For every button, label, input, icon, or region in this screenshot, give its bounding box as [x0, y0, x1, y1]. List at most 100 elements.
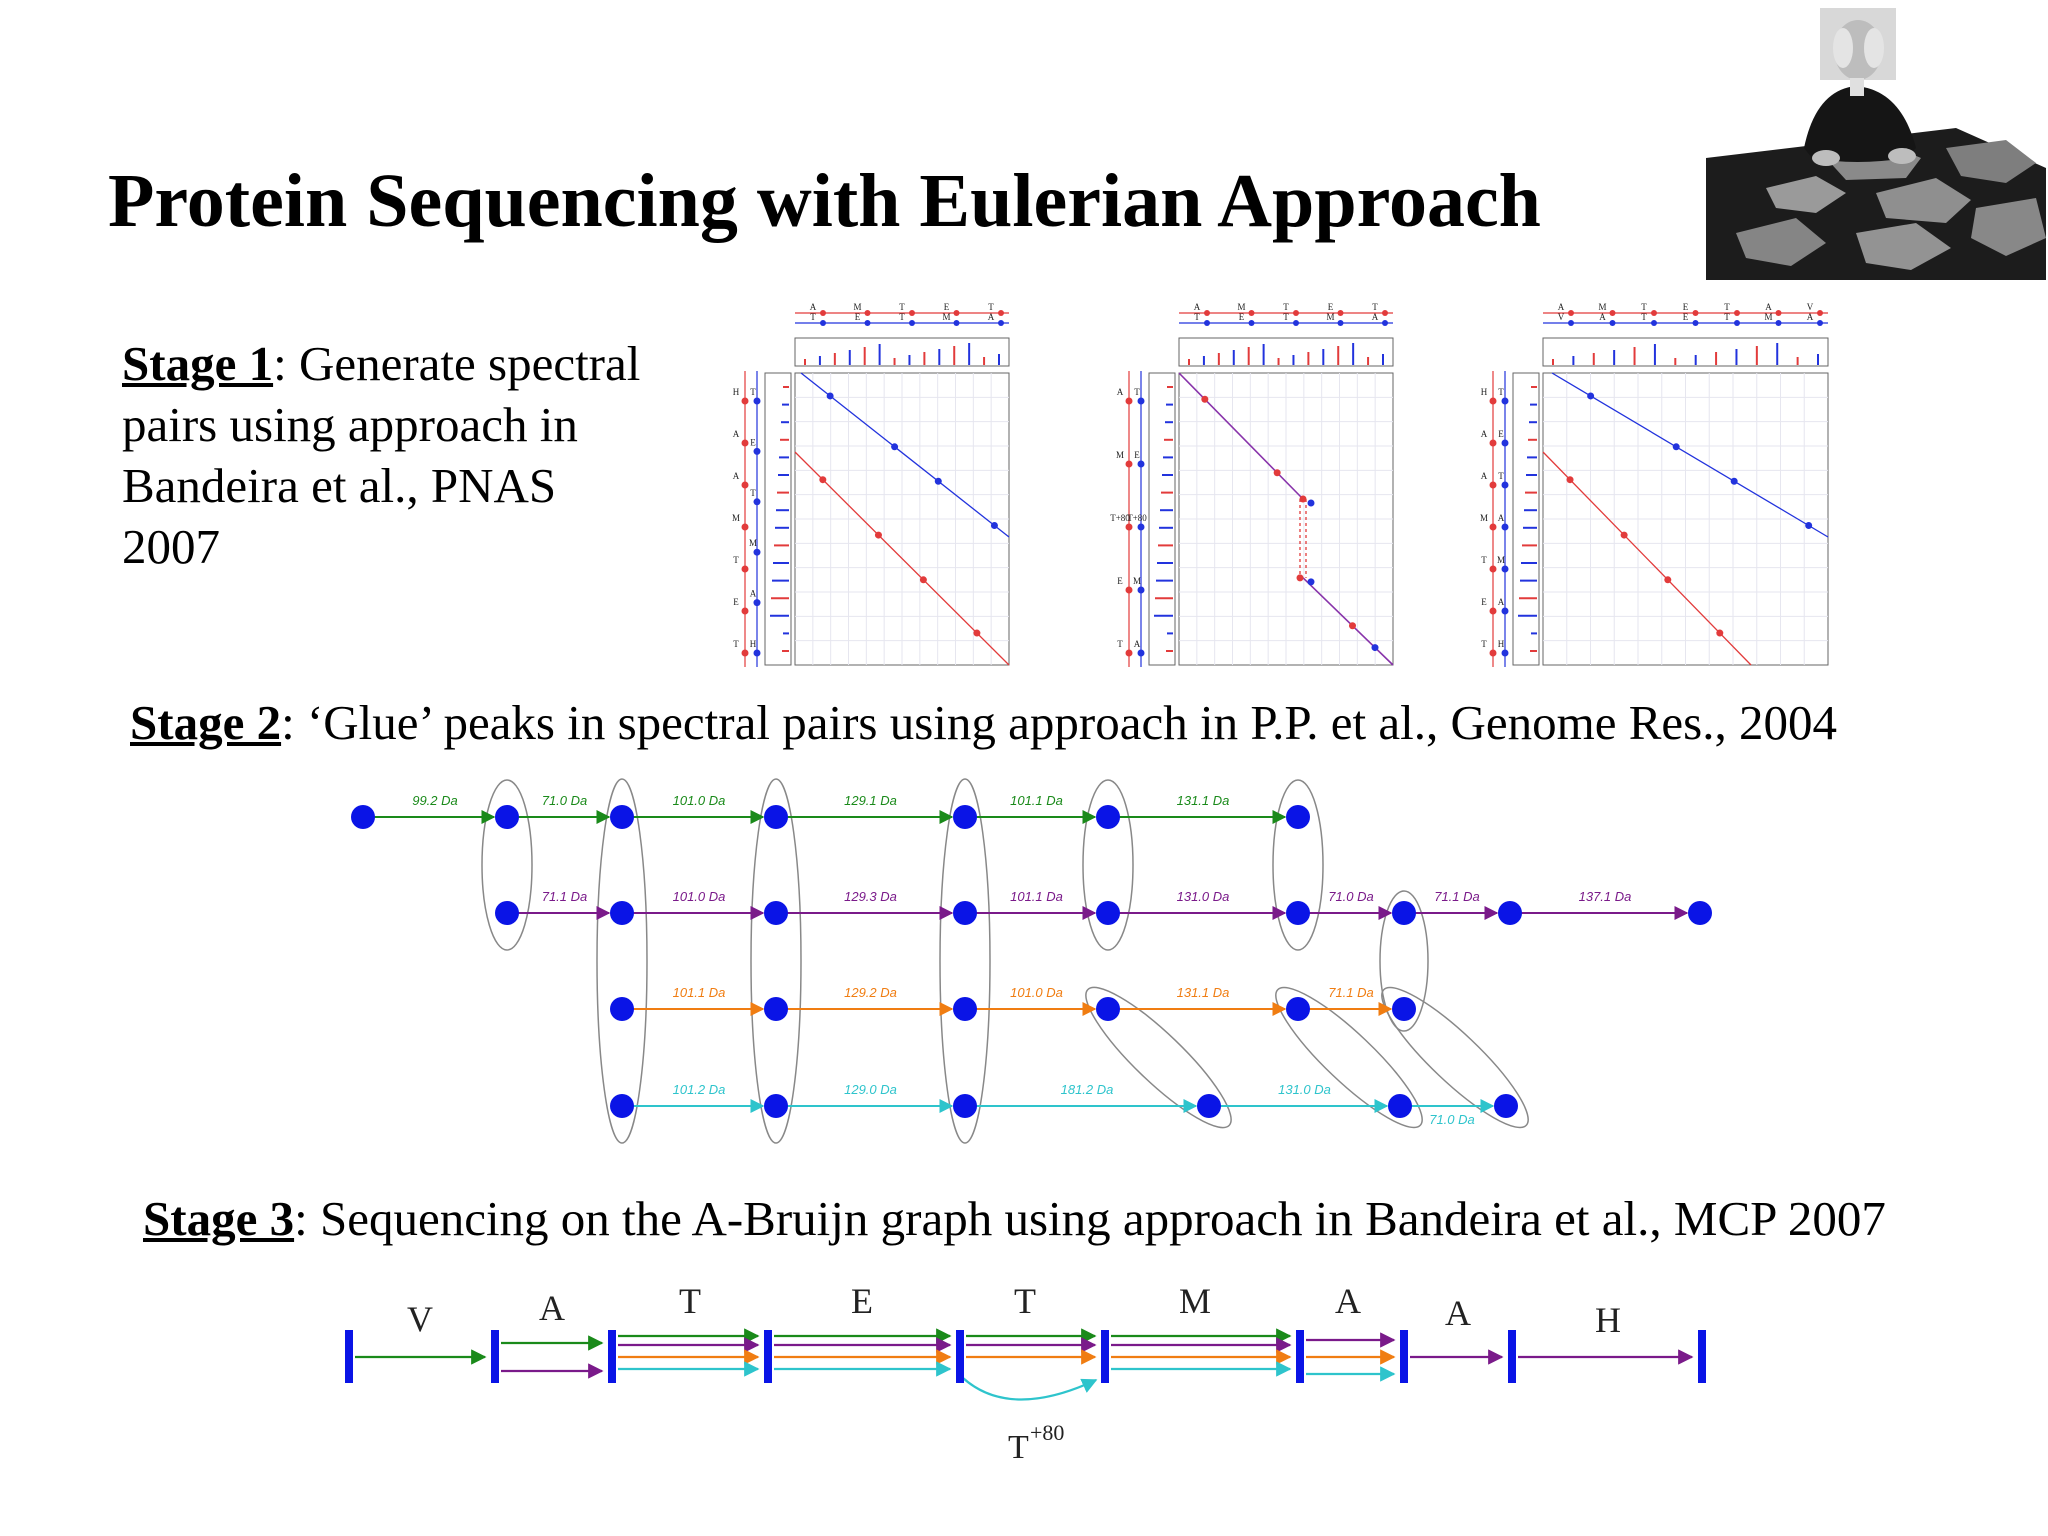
- left-blue-peak-dot: [753, 649, 761, 657]
- top-red-peak-dot: [1382, 310, 1388, 316]
- alignment-diagonal-blue: [1551, 372, 1829, 538]
- left-red-letter: A: [733, 429, 740, 439]
- left-blue-peak-dot: [1501, 439, 1509, 447]
- glue-ellipse: [1379, 890, 1429, 1032]
- edge-mass-label: 101.0 Da: [1010, 985, 1063, 1000]
- left-red-letter: A: [1117, 387, 1124, 397]
- peak-node: [1286, 805, 1310, 829]
- top-red-letter: T: [1372, 302, 1378, 312]
- top-blue-peak-dot: [998, 320, 1004, 326]
- glue-ellipse: [939, 778, 991, 1144]
- top-blue-peak-dot: [1692, 320, 1699, 326]
- edge-mass-label: 131.0 Da: [1278, 1082, 1331, 1097]
- match-point-red: [1716, 629, 1724, 637]
- match-point-red: [973, 629, 981, 637]
- left-red-letter: T: [1481, 555, 1487, 565]
- peak-node: [1286, 901, 1310, 925]
- top-red-letter: T: [899, 302, 905, 312]
- edge-mass-label: 131.1 Da: [1177, 793, 1230, 808]
- peak-node: [764, 901, 788, 925]
- stage2-description: : ‘Glue’ peaks in spectral pairs using a…: [281, 695, 1837, 750]
- edge-mass-label: 129.2 Da: [844, 985, 897, 1000]
- left-blue-peak-dot: [1137, 649, 1145, 657]
- peak-node: [610, 805, 634, 829]
- left-blue-peak-dot: [753, 447, 761, 455]
- top-red-peak-dot: [953, 310, 960, 316]
- peak-node: [351, 805, 375, 829]
- top-blue-letter: T: [1194, 312, 1200, 322]
- glue-ellipse: [481, 779, 533, 951]
- match-point-blue: [1805, 522, 1813, 530]
- left-red-letter: A: [1481, 471, 1488, 481]
- peak-node: [610, 901, 634, 925]
- glue-ellipse: [596, 778, 648, 1144]
- left-blue-peak-dot: [1137, 523, 1145, 531]
- match-point-blue: [990, 522, 998, 530]
- abruijn-mod-edge: [962, 1377, 1098, 1401]
- peak-node: [495, 901, 519, 925]
- top-blue-letter: A: [1807, 312, 1814, 322]
- abruijn-vertex: [764, 1330, 772, 1383]
- left-blue-peak-dot: [1137, 460, 1145, 468]
- left-red-peak-dot: [1489, 481, 1497, 489]
- left-red-letter: A: [733, 471, 740, 481]
- left-red-letter: M: [1116, 450, 1124, 460]
- alignment-diagonal-red: [1542, 451, 1752, 666]
- top-blue-letter: E: [855, 312, 861, 322]
- amino-acid-label: A: [1445, 1293, 1471, 1333]
- top-blue-peak-dot: [820, 320, 826, 326]
- amino-acid-label: E: [851, 1281, 873, 1321]
- left-red-peak-dot: [741, 481, 749, 489]
- alignment-diagonal: [1302, 577, 1394, 666]
- top-red-peak-dot: [1775, 310, 1782, 316]
- edge-mass-label: 129.3 Da: [844, 889, 897, 904]
- left-blue-letter: H: [750, 639, 757, 649]
- top-blue-letter: T: [1641, 312, 1647, 322]
- peak-node: [953, 1094, 977, 1118]
- top-red-letter: M: [1598, 302, 1606, 312]
- top-blue-peak-dot: [1293, 320, 1299, 326]
- left-blue-peak-dot: [753, 498, 761, 506]
- edge-mass-label: 99.2 Da: [412, 793, 458, 808]
- stage3-label: Stage 3: [143, 1191, 295, 1246]
- left-blue-letter: T: [1498, 471, 1504, 481]
- left-red-letter: E: [733, 597, 739, 607]
- match-point-blue: [934, 477, 942, 485]
- top-blue-letter: T: [1283, 312, 1289, 322]
- top-red-peak-dot: [820, 310, 826, 316]
- top-blue-letter: T: [810, 312, 816, 322]
- left-blue-letter: M: [749, 538, 757, 548]
- edge-mass-label: 101.2 Da: [673, 1082, 726, 1097]
- glue-ellipse: [750, 778, 802, 1144]
- top-blue-letter: E: [1239, 312, 1245, 322]
- peak-node: [1498, 901, 1522, 925]
- left-red-peak-dot: [1489, 649, 1497, 657]
- alignment-diagonal: [1178, 372, 1304, 500]
- top-blue-letter: E: [1683, 312, 1689, 322]
- left-red-letter: A: [1481, 429, 1488, 439]
- left-blue-letter: E: [1498, 429, 1504, 439]
- slide-title: Protein Sequencing with Eulerian Approac…: [108, 159, 1541, 243]
- match-point-red: [1296, 574, 1304, 582]
- left-red-letter: H: [733, 387, 740, 397]
- match-point-red: [1664, 576, 1672, 584]
- top-blue-peak-dot: [1734, 320, 1740, 326]
- top-red-letter: T: [1724, 302, 1730, 312]
- top-red-peak-dot: [864, 310, 871, 316]
- left-blue-peak-dot: [1501, 607, 1509, 615]
- top-red-letter: M: [1237, 302, 1245, 312]
- top-red-letter: T: [988, 302, 994, 312]
- top-spectrum-box: [794, 337, 1010, 367]
- match-point-blue: [1307, 578, 1315, 586]
- top-blue-peak-dot: [909, 320, 915, 326]
- left-blue-letter: E: [750, 437, 756, 447]
- left-red-letter: T: [1117, 639, 1123, 649]
- top-red-peak-dot: [1293, 310, 1299, 316]
- edge-mass-label: 181.2 Da: [1061, 1082, 1114, 1097]
- alignment-diagonal-red: [794, 451, 1010, 666]
- amino-acid-label: A: [1335, 1281, 1361, 1321]
- edge-mass-label: 137.1 Da: [1579, 889, 1632, 904]
- left-blue-letter: T+80: [1127, 513, 1147, 523]
- top-red-peak-dot: [1734, 310, 1740, 316]
